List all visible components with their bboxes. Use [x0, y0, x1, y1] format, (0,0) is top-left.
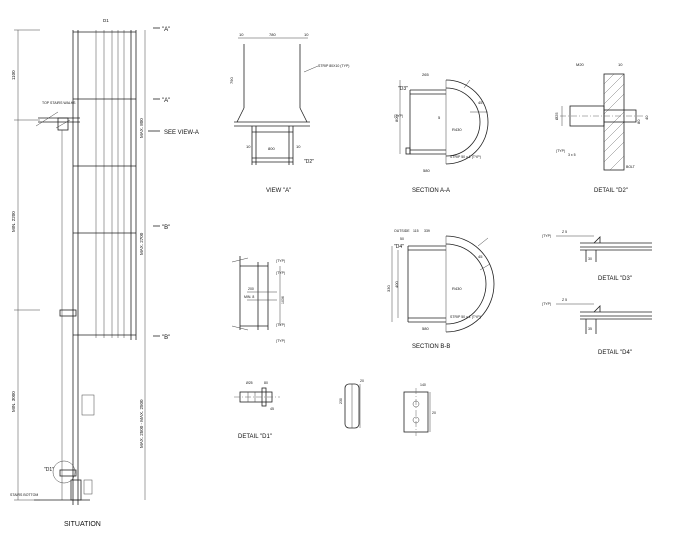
vb-dim-1036: 1036: [281, 296, 285, 304]
marker-a2: "A": [162, 98, 170, 104]
d1-dim-45: 45: [270, 407, 274, 411]
d2-dim-10: 10: [618, 62, 623, 67]
dim-right-2: MAX. 2500 - MAX. 2500: [139, 399, 144, 448]
sbb-dim-50: 50: [400, 237, 404, 241]
d1-dim-dia: Ø25: [246, 381, 253, 385]
va-callout: "D2": [304, 159, 314, 165]
d2-dim-40: 40: [644, 115, 649, 120]
d3-weld: Z 5: [562, 230, 567, 234]
sbb-dim-330: 330: [386, 285, 391, 292]
note-top: TOP STAIRS WALKS: [42, 101, 76, 105]
see-view-a: SEE VIEW-A: [164, 130, 199, 136]
sbb-dim-339: 339: [424, 229, 430, 233]
detail-d2-title: DETAIL "D2": [594, 188, 628, 194]
dim-left-2: MIN. 2200: [11, 211, 16, 232]
d2-dim-dia: Ø25: [554, 112, 559, 120]
va-dim-3: 10: [304, 32, 309, 37]
d2-weld: 3 x 5: [568, 153, 576, 157]
marker-a1: "A": [162, 27, 170, 33]
marker-b1: "B": [162, 225, 170, 231]
note-bottom: STAIRS BOTTOM: [10, 493, 38, 497]
vb-typ-2: (TYP): [276, 271, 285, 275]
situation-view: 1100 MIN. 2200 MIN. 3000 MAX. 800 MAX. 2…: [10, 18, 146, 528]
d1-dim-140: 140: [420, 383, 426, 387]
sbb-dim-580: 580: [422, 326, 429, 331]
saa-dim-5: 5: [438, 115, 441, 120]
va-dim-7: 10: [296, 144, 301, 149]
callout-d1: "D1": [44, 467, 54, 473]
saa-dim-45: 45: [478, 100, 483, 105]
va-dim-2: 780: [269, 32, 276, 37]
d4-dim: 35: [588, 327, 592, 331]
saa-typ: (TYP): [394, 114, 403, 118]
va-dim-1: 10: [239, 32, 244, 37]
sbb-dim-outside: OUTSIDE: [394, 229, 410, 233]
section-bb: OUTSIDE 115 339 50 580 R430 45 330 400 "…: [386, 229, 495, 350]
view-a: 10 780 10 790 10 800 10 STRIP 80X10 (TYP…: [229, 32, 349, 194]
saa-dim-800: 800: [394, 115, 399, 122]
detail-d3-title: DETAIL "D3": [598, 276, 632, 282]
d4-typ: (TYP): [542, 302, 551, 306]
marker-b2: "B": [162, 335, 170, 341]
d1-dim-20b: 20: [432, 411, 436, 415]
view-a-title: VIEW "A": [266, 188, 291, 194]
vb-dim-min8: MIN. 8: [244, 295, 254, 299]
sbb-note: STRIP 50 x 1 (TYP): [450, 315, 481, 319]
dim-right-1: MAX. 800: [139, 118, 144, 138]
detail-d4-title: DETAIL "D4": [598, 350, 632, 356]
detail-d3: (TYP) Z 5 30 DETAIL "D3": [542, 230, 652, 282]
d2-dim-80: 80: [636, 119, 641, 124]
vb-dim-200: 200: [248, 287, 254, 291]
d1-dim-80: 80: [264, 381, 268, 385]
dim-top: D1: [103, 18, 109, 23]
detail-d1: Ø25 80 45 DETAIL "D1" 230 20 20 140: [234, 379, 436, 440]
dim-right-3: MAX. 2700: [139, 232, 144, 255]
detail-d4: (TYP) Z 5 35 DETAIL "D4": [542, 298, 652, 356]
dim-left-1: 1100: [11, 70, 16, 80]
saa-dim-265: 265: [422, 72, 429, 77]
dim-left-3: MIN. 3000: [11, 391, 16, 412]
d1-dim-20a: 20: [360, 379, 364, 383]
detail-d2: Ø25 M20 10 80 40 (TYP) 3 x 5 BOLT DETAIL…: [554, 62, 649, 194]
saa-note: STRIP 50 x 1 (TYP): [450, 155, 481, 159]
detail-d1-title: DETAIL "D1": [238, 434, 272, 440]
saa-callout: "D3": [398, 86, 408, 92]
situation-title: SITUATION: [64, 521, 101, 528]
saa-dim-580: 580: [423, 168, 430, 173]
sbb-dim-115: 115: [413, 229, 419, 233]
va-dim-5: 10: [246, 144, 251, 149]
sbb-callout: "D4": [394, 244, 404, 250]
section-bb-title: SECTION B-B: [412, 344, 450, 350]
sbb-dim-45: 45: [478, 254, 483, 259]
d4-weld: Z 5: [562, 298, 567, 302]
d1-dim-230: 230: [339, 398, 343, 404]
d2-note: BOLT: [626, 165, 636, 169]
section-aa: 800 265 580 R430 45 5 "D3" (TYP) STRIP 5…: [394, 72, 489, 194]
d2-typ: (TYP): [556, 149, 565, 153]
va-dim-4: 790: [229, 77, 234, 84]
section-markers: "A" "A" SEE VIEW-A "B" "B": [148, 27, 199, 341]
vb-typ-4: (TYP): [276, 339, 285, 343]
d3-typ: (TYP): [542, 234, 551, 238]
d2-dim-m20: M20: [576, 62, 585, 67]
sbb-dim-r430: R430: [452, 286, 462, 291]
sbb-dim-400: 400: [394, 281, 399, 288]
saa-dim-r430: R430: [452, 127, 462, 132]
vb-typ-3: (TYP): [276, 323, 285, 327]
section-aa-title: SECTION A-A: [412, 188, 450, 194]
va-note: STRIP 80X10 (TYP): [318, 64, 349, 68]
va-dim-6: 800: [268, 146, 275, 151]
d3-dim: 30: [588, 257, 592, 261]
vb-typ-1: (TYP): [276, 259, 285, 263]
view-b: (TYP) (TYP) (TYP) (TYP) 200 MIN. 8 1036: [231, 256, 285, 343]
